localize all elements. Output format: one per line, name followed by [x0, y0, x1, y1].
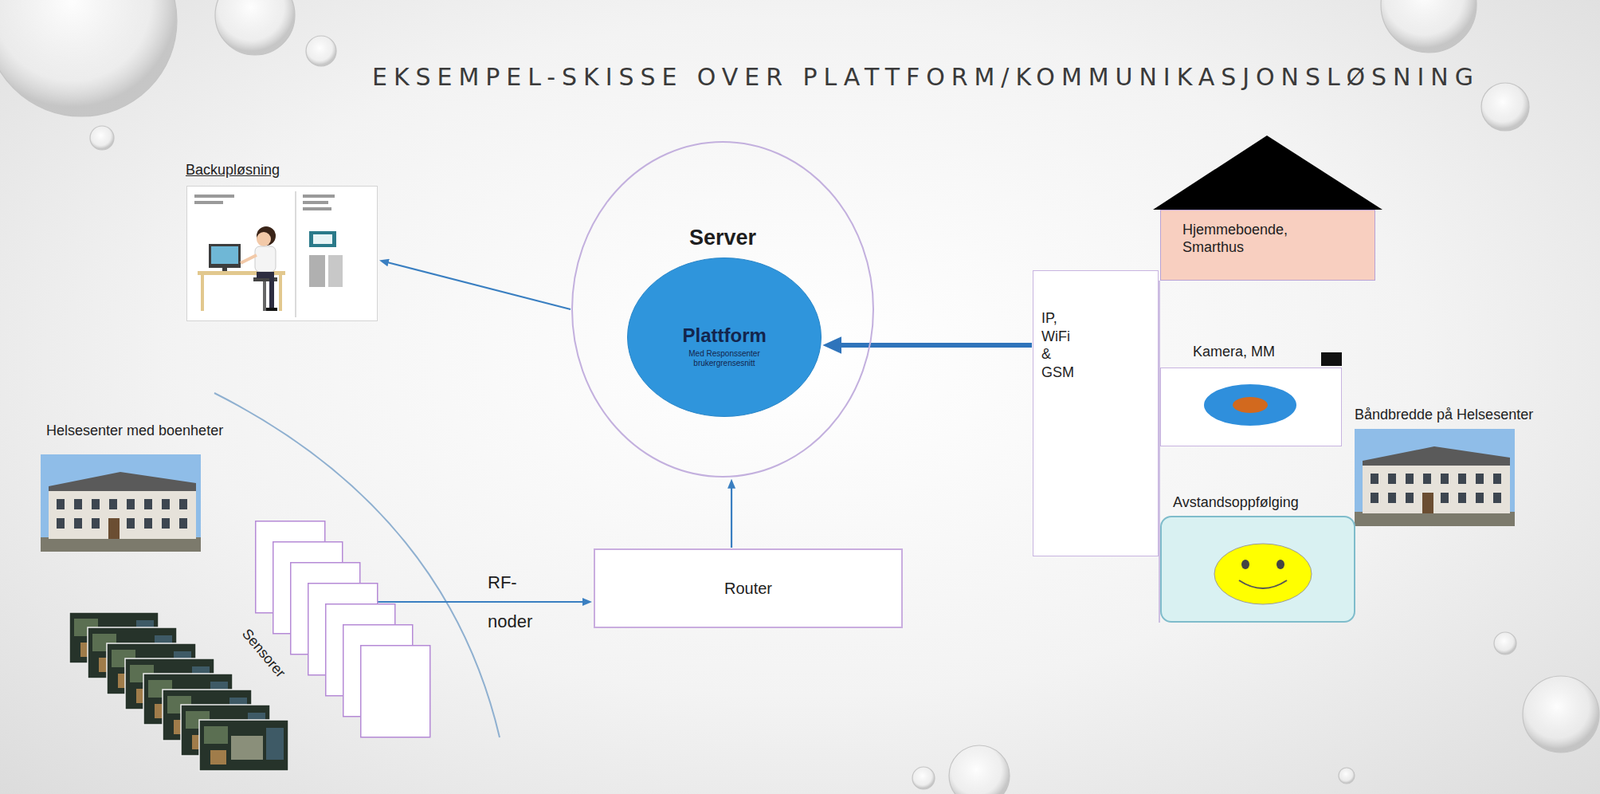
smiley-mouth: [1239, 580, 1287, 589]
text-bar: [302, 207, 332, 211]
arm: [240, 254, 257, 263]
server-label: Server: [689, 224, 757, 251]
building-photo: [1354, 428, 1515, 526]
water-drop: [1338, 767, 1355, 784]
sensor-card: [360, 645, 431, 738]
panel-icon: [328, 254, 343, 287]
arrow-connector: [383, 261, 571, 310]
network-box: IP, WiFi & GSM: [1032, 270, 1159, 557]
panel-icon: [309, 254, 326, 287]
router-label: Router: [724, 578, 773, 598]
monitor: [208, 243, 241, 268]
network-label: IP, WiFi & GSM: [1041, 309, 1075, 381]
text-bar: [194, 194, 235, 198]
edge-label: RF- noder: [487, 562, 533, 641]
text-bar: [302, 194, 335, 198]
arrow-connector: [377, 600, 589, 603]
water-drop: [305, 35, 337, 67]
water-drop: [1494, 631, 1517, 655]
water-drop: [912, 766, 935, 789]
smiley-eye: [1241, 559, 1250, 569]
monitor-screen: [211, 246, 239, 264]
diagram-title: EKSEMPEL-SKISSE OVER PLATTFORM/KOMMUNIKA…: [372, 62, 1480, 91]
desk-leg: [200, 274, 204, 311]
hair: [256, 226, 276, 246]
annotation-label: Båndbredde på Helsesenter: [1354, 406, 1534, 424]
camera-lens: [1203, 384, 1297, 426]
water-drop: [1481, 82, 1530, 131]
face: [256, 231, 271, 247]
sensor-stack: Sensorer: [254, 520, 434, 738]
camera-center: [1232, 396, 1268, 413]
screen-icon: [313, 234, 333, 244]
shoe: [266, 307, 278, 311]
building-photo: [40, 454, 201, 552]
water-drop: [0, 0, 177, 117]
box-heading: Avstandsoppfølging: [1172, 494, 1299, 512]
box-heading: Kamera, MM: [1192, 343, 1275, 361]
arrow-connector: [730, 482, 733, 548]
monitor-stand: [222, 267, 228, 271]
water-drop: [1522, 675, 1600, 753]
water-drop: [1380, 0, 1477, 53]
arrow-connector: [830, 342, 1032, 348]
smiley-face: [1214, 543, 1312, 604]
router-box: Router: [593, 548, 903, 628]
home-label: Hjemmeboende, Smarthus: [1182, 221, 1310, 256]
backup-illustration: [194, 191, 343, 318]
ellipse-shape: [572, 141, 874, 477]
camera-figure: [1203, 352, 1342, 426]
sensor-photo: [199, 719, 289, 771]
panel-divider: [294, 191, 297, 318]
legs: [269, 278, 275, 309]
text-bar: [194, 200, 224, 204]
water-drop: [215, 0, 295, 55]
server-circle: ServerPlattformMed Responssenter brukerg…: [571, 141, 875, 478]
smiley-face: [1214, 543, 1312, 604]
house-roof: [1152, 135, 1383, 210]
desk-leg: [278, 274, 283, 311]
annotation-label: Helsesenter med boenheter: [46, 422, 224, 440]
home-box: Hjemmeboende, Smarthus: [1160, 209, 1376, 281]
ellipse-shape: [627, 258, 822, 417]
torso: [254, 246, 276, 272]
water-drop: [90, 125, 114, 150]
legs: [256, 271, 275, 279]
platform-label: Plattform: [682, 324, 767, 348]
chair-leg: [262, 281, 267, 311]
platform-note: Med Responssenter brukergrensesnitt: [668, 349, 781, 369]
region-arc: [214, 392, 500, 738]
box-heading: Backupløsning: [185, 161, 280, 180]
platform-ellipse: PlattformMed Responssenter brukergrenses…: [627, 257, 822, 417]
camera-tab: [1321, 352, 1342, 366]
water-drop: [949, 745, 1010, 794]
stack-outline: [254, 520, 434, 738]
smiley-eye: [1276, 559, 1285, 569]
text-bar: [302, 200, 329, 204]
screen-icon: [309, 231, 337, 248]
